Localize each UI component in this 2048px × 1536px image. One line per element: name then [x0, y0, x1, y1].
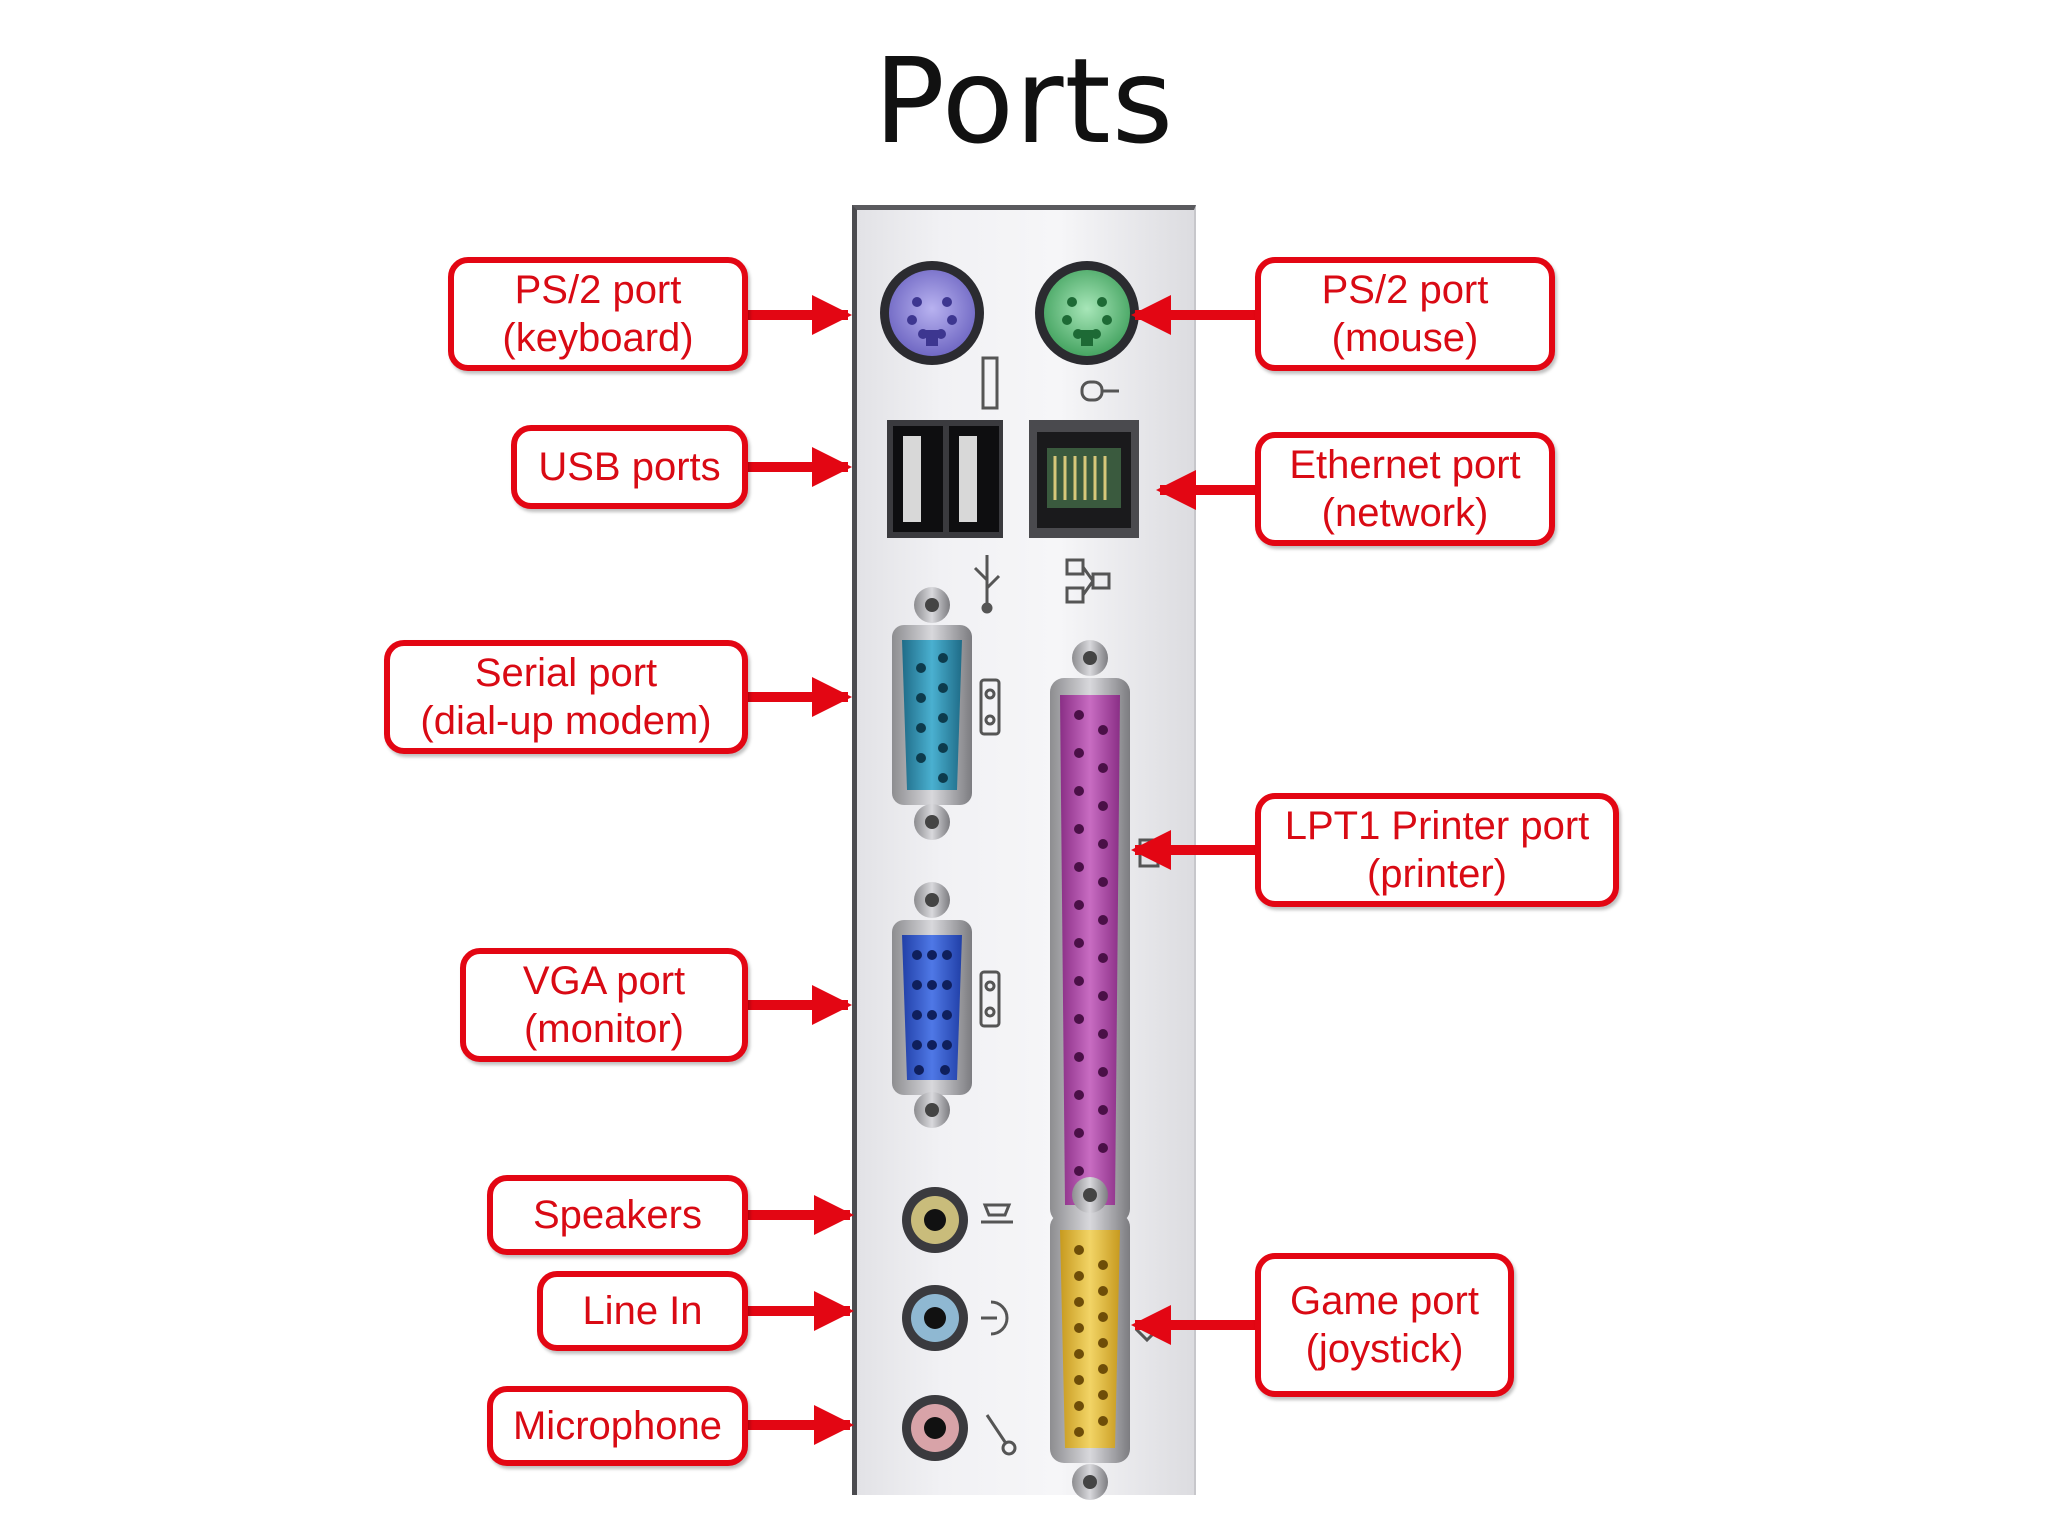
pin	[1074, 1401, 1084, 1411]
pin	[1074, 1052, 1084, 1062]
pin	[1098, 991, 1108, 1001]
label-microphone-line1: Microphone	[512, 1404, 722, 1448]
label-game-line2: (joystick)	[1305, 1327, 1464, 1371]
pin	[1098, 1416, 1108, 1426]
pin	[1074, 1128, 1084, 1138]
line-in-icon	[981, 1300, 1009, 1336]
pin	[1074, 976, 1084, 986]
serial-icon	[979, 678, 1001, 736]
pin	[1098, 725, 1108, 735]
pin	[1074, 1297, 1084, 1307]
pin	[1074, 1166, 1084, 1176]
pin	[1098, 1260, 1108, 1270]
label-serial: Serial port (dial-up modem)	[384, 640, 748, 754]
pin	[1074, 1349, 1084, 1359]
pin	[1098, 1390, 1108, 1400]
ethernet-port	[1029, 420, 1139, 538]
pin	[1098, 1143, 1108, 1153]
usb-ports	[887, 420, 1003, 538]
pin	[1074, 1427, 1084, 1437]
pin	[1074, 1375, 1084, 1385]
usb-icon	[973, 555, 1001, 614]
pin	[1074, 1323, 1084, 1333]
pin	[1074, 1090, 1084, 1100]
pin	[1074, 1245, 1084, 1255]
label-lpt1: LPT1 Printer port (printer)	[1255, 793, 1619, 907]
label-ps2-mouse: PS/2 port (mouse)	[1255, 257, 1555, 371]
label-ps2-mouse-line1: PS/2 port	[1321, 268, 1489, 312]
pin	[1098, 763, 1108, 773]
label-serial-line2: (dial-up modem)	[420, 699, 712, 743]
label-ethernet-line2: (network)	[1321, 491, 1489, 535]
label-lpt1-line2: (printer)	[1366, 852, 1508, 896]
vga-icon	[979, 970, 1001, 1028]
pin	[1074, 900, 1084, 910]
pin	[1074, 710, 1084, 720]
microphone-jack	[902, 1395, 968, 1461]
label-ps2-mouse-line2: (mouse)	[1331, 316, 1479, 360]
game-port-pins	[1074, 1245, 1108, 1437]
label-ps2-keyboard-line2: (keyboard)	[502, 316, 694, 360]
pin	[1074, 938, 1084, 948]
label-ethernet: Ethernet port (network)	[1255, 432, 1555, 546]
pin	[1098, 1029, 1108, 1039]
label-vga-line2: (monitor)	[523, 1007, 685, 1051]
pin	[1098, 953, 1108, 963]
label-ethernet-line1: Ethernet port	[1289, 443, 1521, 487]
pin	[1098, 1105, 1108, 1115]
label-microphone: Microphone	[487, 1386, 748, 1466]
vga-port	[892, 882, 972, 1128]
keyboard-icon	[981, 356, 999, 410]
label-ps2-keyboard: PS/2 port (keyboard)	[448, 257, 748, 371]
line-in-jack	[902, 1285, 968, 1351]
parallel-port	[1050, 640, 1130, 1260]
mouse-icon	[1080, 380, 1119, 402]
serial-port	[892, 587, 972, 840]
label-serial-line1: Serial port	[474, 651, 658, 695]
pin	[1098, 839, 1108, 849]
pin	[1098, 1338, 1108, 1348]
pin	[1074, 862, 1084, 872]
label-vga: VGA port (monitor)	[460, 948, 748, 1062]
pin	[1098, 1312, 1108, 1322]
speaker-icon	[981, 1203, 1013, 1224]
parallel-port-pins	[1074, 710, 1108, 1176]
label-speakers: Speakers	[487, 1175, 748, 1255]
pin	[1098, 1286, 1108, 1296]
label-usb-line1: USB ports	[538, 445, 721, 489]
label-line-in-line1: Line In	[582, 1289, 703, 1333]
ps2-keyboard-port	[880, 261, 984, 365]
pin	[1098, 915, 1108, 925]
pin	[1074, 1014, 1084, 1024]
label-game: Game port (joystick)	[1255, 1253, 1514, 1397]
pin	[1098, 1067, 1108, 1077]
pin	[1074, 786, 1084, 796]
label-game-line1: Game port	[1290, 1279, 1479, 1323]
ports-illustration	[880, 261, 1160, 1500]
pin	[1074, 824, 1084, 834]
network-icon	[1065, 558, 1111, 604]
label-lpt1-line1: LPT1 Printer port	[1284, 804, 1590, 848]
label-ps2-keyboard-line1: PS/2 port	[514, 268, 682, 312]
label-speakers-line1: Speakers	[533, 1193, 702, 1237]
label-vga-line1: VGA port	[522, 959, 686, 1003]
label-line-in: Line In	[537, 1271, 748, 1351]
speakers-jack	[902, 1187, 968, 1253]
pin	[1074, 1271, 1084, 1281]
microphone-icon	[985, 1414, 1017, 1456]
pin	[1098, 801, 1108, 811]
label-usb: USB ports	[511, 425, 748, 509]
pin	[1098, 1364, 1108, 1374]
ps2-mouse-port	[1035, 261, 1139, 365]
page-title: Ports	[873, 32, 1175, 170]
pin	[1074, 748, 1084, 758]
pin	[1098, 877, 1108, 887]
